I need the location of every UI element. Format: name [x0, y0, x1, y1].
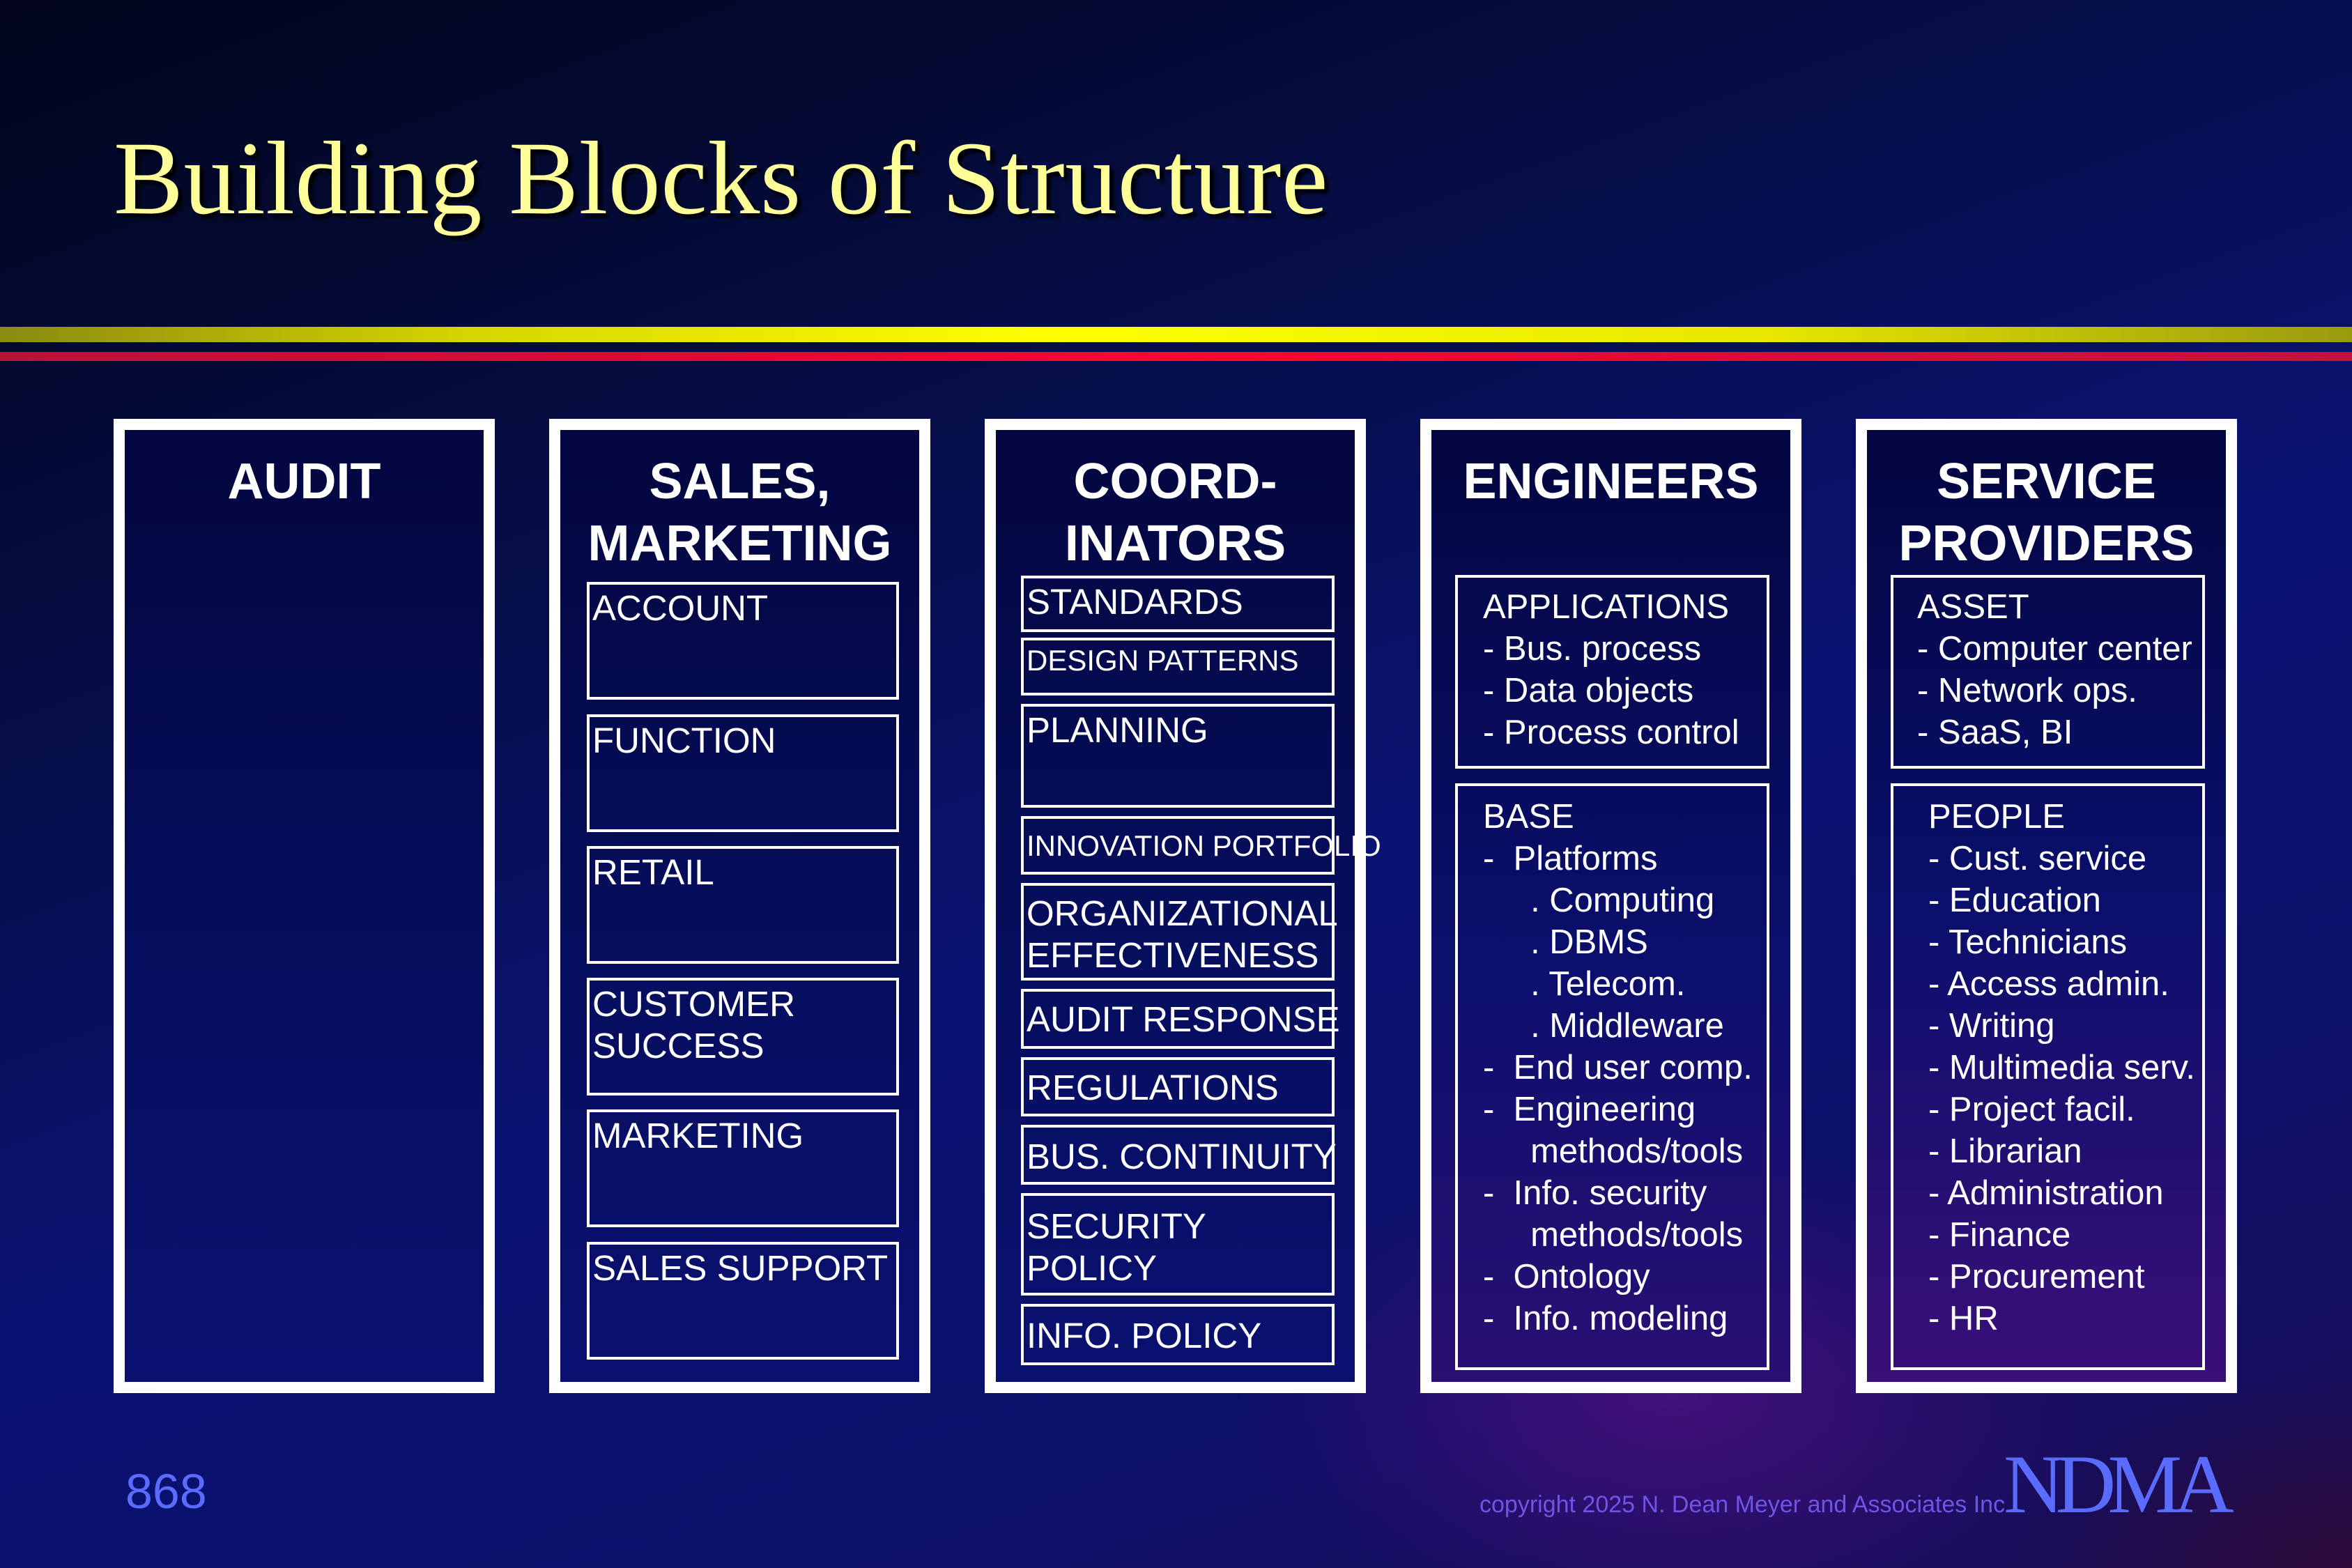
box-label: STANDARDS — [1027, 582, 1243, 622]
box-label: RETAIL — [592, 852, 714, 892]
applications-text: APPLICATIONS - Bus. process - Data objec… — [1483, 588, 1739, 751]
asset-text: ASSET - Computer center - Network ops. -… — [1917, 588, 2192, 751]
column-heading-sales-line1: SALES, — [649, 454, 831, 509]
column-heading-engineers: ENGINEERS — [1463, 454, 1759, 509]
box-planning: PLANNING — [1021, 704, 1335, 808]
people-text: PEOPLE - Cust. service - Education - Tec… — [1928, 798, 2196, 1337]
slide-title: Building Blocks of Structure — [114, 121, 1329, 236]
column-heading-service-line1: SERVICE — [1937, 454, 2156, 509]
box-label: CUSTOMER SUCCESS — [592, 984, 795, 1066]
box-label: FUNCTION — [592, 721, 776, 760]
gold-divider-line — [0, 327, 2352, 342]
box-function: FUNCTION — [587, 714, 899, 832]
column-heading-service-line2: PROVIDERS — [1898, 516, 2195, 571]
box-asset: ASSET - Computer center - Network ops. -… — [1891, 575, 2205, 769]
box-applications: APPLICATIONS - Bus. process - Data objec… — [1455, 575, 1769, 769]
box-info-policy: INFO. POLICY — [1021, 1304, 1335, 1365]
box-standards: STANDARDS — [1021, 576, 1335, 632]
red-divider-line — [0, 352, 2352, 361]
box-label: ORGANIZATIONAL EFFECTIVENESS — [1027, 893, 1338, 975]
box-audit-response: AUDIT RESPONSE — [1021, 989, 1340, 1049]
box-label: BUS. CONTINUITY — [1027, 1137, 1337, 1176]
box-organizational-effectiveness: ORGANIZATIONAL EFFECTIVENESS — [1021, 883, 1338, 981]
ndma-logo: NDMA — [2004, 1438, 2234, 1530]
column-sales-marketing: SALES, MARKETING ACCOUNT FUNCTION RETAIL… — [549, 419, 930, 1393]
box-retail: RETAIL — [587, 846, 899, 964]
box-label: PLANNING — [1027, 710, 1208, 750]
column-heading-sales-line2: MARKETING — [587, 516, 892, 571]
box-label: AUDIT RESPONSE — [1027, 999, 1340, 1039]
column-engineers: ENGINEERS APPLICATIONS - Bus. process - … — [1420, 419, 1801, 1393]
box-people: PEOPLE - Cust. service - Education - Tec… — [1891, 783, 2205, 1370]
box-label: SALES SUPPORT — [592, 1248, 889, 1288]
box-base: BASE - Platforms . Computing . DBMS . Te… — [1455, 783, 1769, 1370]
box-label: ACCOUNT — [592, 588, 769, 628]
column-service-providers: SERVICE PROVIDERS ASSET - Computer cente… — [1856, 419, 2237, 1393]
copyright-notice: copyright 2025 N. Dean Meyer and Associa… — [1479, 1491, 2012, 1518]
box-label: MARKETING — [592, 1116, 804, 1155]
column-coordinators: COORD- INATORS STANDARDS DESIGN PATTERNS… — [985, 419, 1381, 1393]
box-bus-continuity: BUS. CONTINUITY — [1021, 1125, 1337, 1185]
box-sales-support: SALES SUPPORT — [587, 1242, 899, 1360]
box-label: REGULATIONS — [1027, 1068, 1279, 1107]
box-label: DESIGN PATTERNS — [1027, 644, 1299, 677]
box-innovation-portfolio: INNOVATION PORTFOLIO — [1021, 816, 1381, 875]
column-heading-coord-line2: INATORS — [1064, 516, 1286, 571]
box-regulations: REGULATIONS — [1021, 1057, 1335, 1116]
column-heading-audit: AUDIT — [227, 454, 381, 509]
box-account: ACCOUNT — [587, 582, 899, 700]
page-number: 868 — [125, 1464, 207, 1519]
box-customer-success: CUSTOMER SUCCESS — [587, 978, 899, 1096]
base-text: BASE - Platforms . Computing . DBMS . Te… — [1483, 798, 1753, 1337]
box-design-patterns: DESIGN PATTERNS — [1021, 638, 1335, 695]
box-label: INFO. POLICY — [1027, 1316, 1262, 1355]
box-label: INNOVATION PORTFOLIO — [1027, 829, 1381, 862]
box-marketing: MARKETING — [587, 1109, 899, 1227]
column-heading-coord-line1: COORD- — [1073, 454, 1277, 509]
box-label: SECURITY POLICY — [1027, 1206, 1206, 1288]
column-audit: AUDIT — [114, 419, 495, 1393]
box-security-policy: SECURITY POLICY — [1021, 1193, 1335, 1296]
